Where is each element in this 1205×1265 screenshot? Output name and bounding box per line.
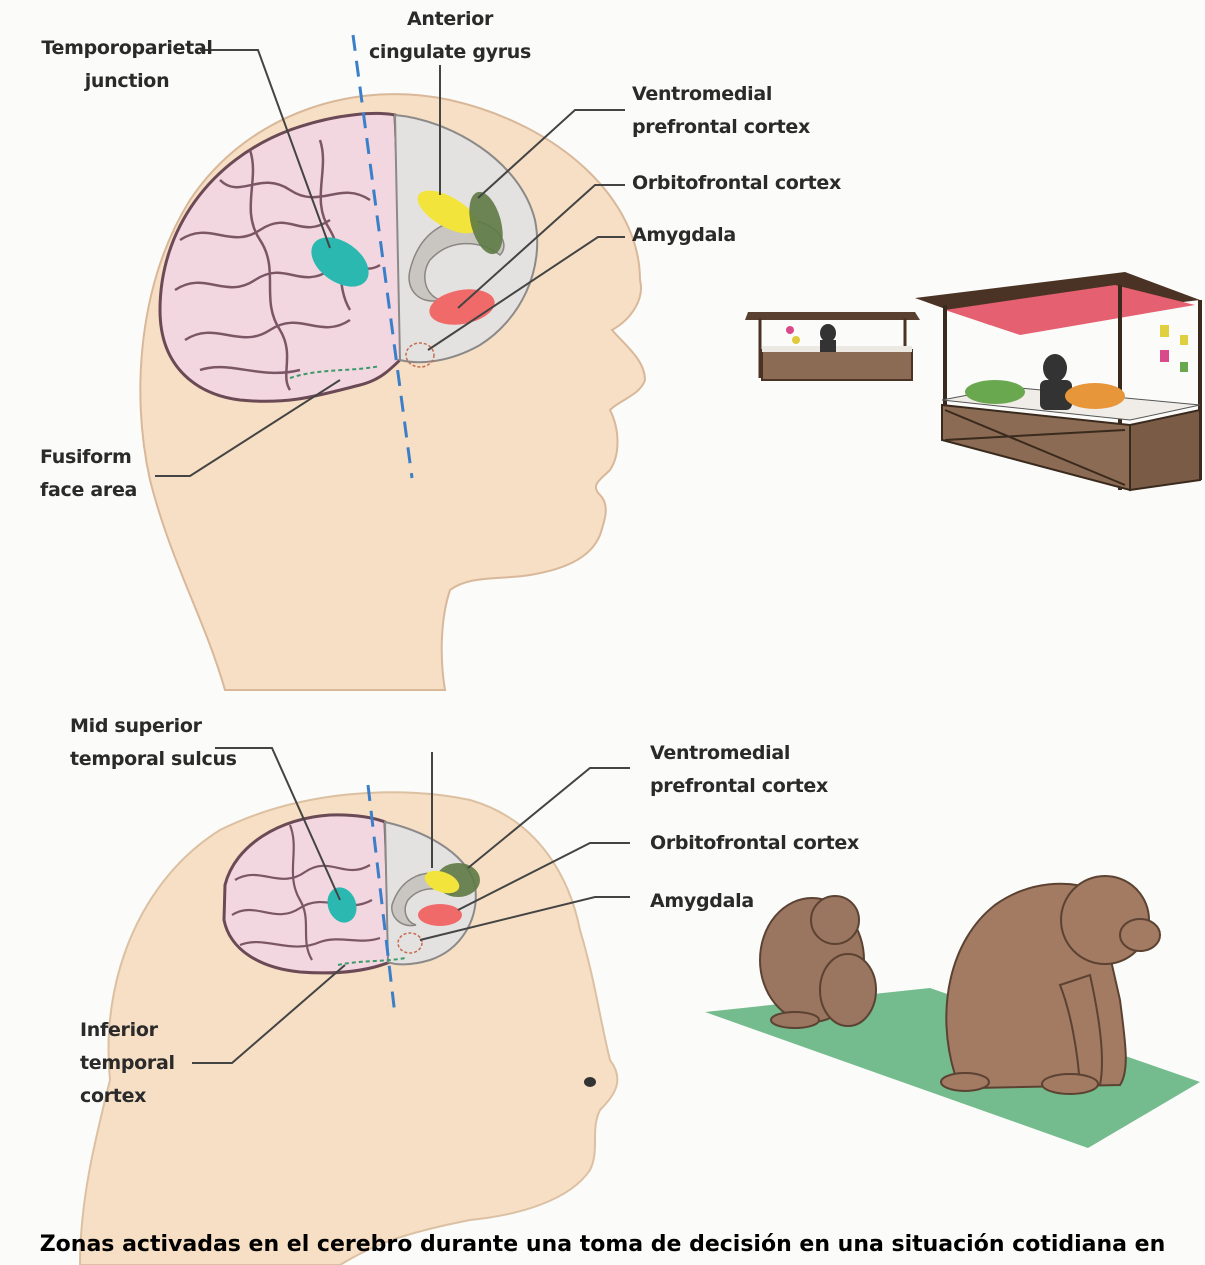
small-stall <box>745 312 920 380</box>
label-temporoparietal-junction: Temporoparietal junction <box>17 32 237 98</box>
label-orbitofrontal-cortex-monkey: Orbitofrontal cortex <box>650 827 859 860</box>
label-amygdala-human: Amygdala <box>632 219 736 252</box>
monkeys-scene-illustration <box>705 876 1200 1148</box>
label-fusiform-face-area: Fusiform face area <box>40 441 137 507</box>
monkey-nostril <box>584 1077 596 1087</box>
monkey-orbitofrontal-red <box>418 904 462 926</box>
label-inferior-temporal-cortex: Inferior temporal cortex <box>80 1014 175 1113</box>
monkey-head-illustration <box>80 748 630 1265</box>
human-head-illustration <box>140 35 645 690</box>
human-brain-lateral <box>160 114 405 402</box>
label-ventromedial-prefrontal-cortex-monkey: Ventromedial prefrontal cortex <box>650 737 828 803</box>
label-mid-superior-temporal-sulcus: Mid superior temporal sulcus <box>70 710 237 776</box>
market-stalls-illustration <box>745 272 1200 490</box>
label-ventromedial-prefrontal-cortex-human: Ventromedial prefrontal cortex <box>632 78 810 144</box>
figure-caption: Zonas activadas en el cerebro durante un… <box>0 1232 1205 1257</box>
label-amygdala-monkey: Amygdala <box>650 885 754 918</box>
label-orbitofrontal-cortex-human: Orbitofrontal cortex <box>632 167 841 200</box>
large-stall <box>915 272 1200 490</box>
label-anterior-cingulate-gyrus: Anterior cingulate gyrus <box>360 3 540 69</box>
